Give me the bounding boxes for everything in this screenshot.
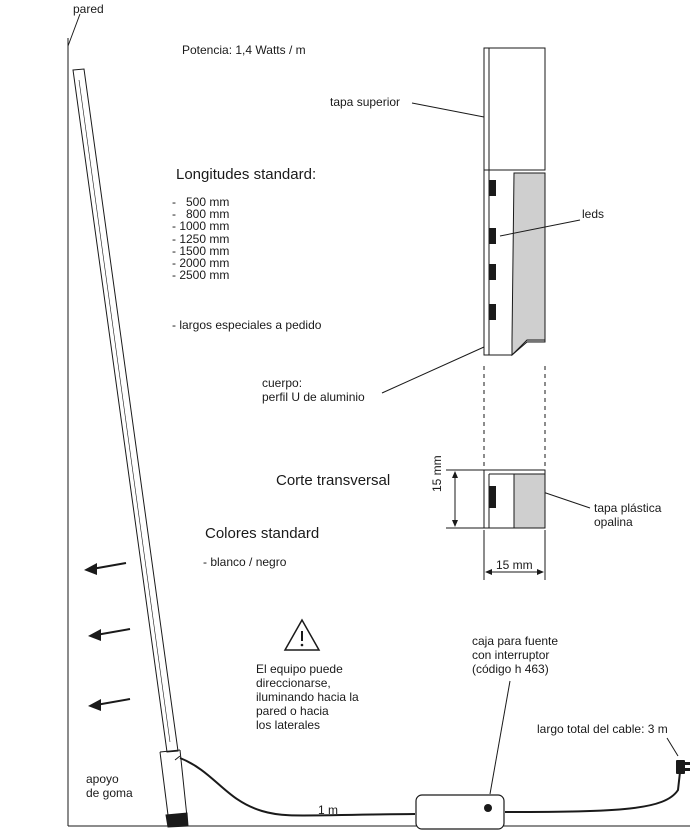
label-pared: pared — [73, 2, 104, 16]
leader-tapa-superior — [411, 102, 485, 118]
label-longitudes-title: Longitudes standard: — [176, 166, 317, 183]
leader-cuerpo — [381, 346, 485, 394]
length-item: - 1000 mm — [172, 219, 230, 234]
label-colores-value: - blanco / negro — [203, 555, 287, 569]
length-item: - 500 mm — [172, 195, 230, 209]
leader-leds — [499, 219, 581, 237]
length-item: - 1250 mm — [172, 231, 230, 246]
label-cuerpo: cuerpo: perfil U de aluminio — [262, 376, 365, 404]
length-item: - 1500 mm — [172, 243, 230, 258]
rubber-foot — [165, 812, 189, 828]
length-item: - 2000 mm — [172, 256, 230, 271]
side-profile — [483, 47, 546, 357]
lengths-list: - 500 mm - 800 mm - 1000 mm - 1250 mm - … — [172, 195, 230, 283]
switch-box — [415, 794, 505, 830]
label-tapa-superior: tapa superior — [330, 95, 401, 109]
label-one-meter: 1 m — [318, 803, 339, 817]
dimension-height — [446, 469, 484, 529]
label-dim-height: 15 mm — [430, 455, 444, 492]
leader-tapa-plastica — [536, 489, 591, 509]
label-corte-transversal: Corte transversal — [276, 472, 391, 489]
leader-caja — [489, 680, 511, 795]
cross-section — [483, 469, 546, 529]
light-arrows — [91, 562, 131, 706]
label-leds: leds — [582, 207, 605, 221]
label-caja: caja para fuente con interruptor (código… — [472, 634, 559, 676]
wall-line — [67, 13, 81, 47]
label-apoyo: apoyo de goma — [86, 772, 133, 800]
label-dim-width: 15 mm — [496, 558, 533, 572]
plug-icon — [676, 760, 690, 774]
warning-triangle-icon — [283, 618, 321, 651]
label-largos-especiales: - largos especiales a pedido — [172, 318, 322, 332]
label-potencia: Potencia: 1,4 Watts / m — [182, 43, 306, 57]
warning-text: El equipo puede direccionarse, iluminand… — [256, 662, 359, 732]
dimension-width — [483, 530, 546, 580]
label-colores-title: Colores standard — [205, 525, 320, 542]
leader-plug — [666, 737, 679, 757]
cable-to-plug — [504, 771, 681, 813]
label-tapa-plastica: tapa plástica opalina — [594, 501, 662, 529]
leaning-fixture — [72, 68, 189, 828]
length-item: - 800 mm — [172, 207, 230, 222]
label-largo-cable: largo total del cable: 3 m — [537, 722, 668, 736]
switch-button — [484, 804, 492, 812]
length-item: - 2500 mm — [172, 268, 230, 283]
cable — [179, 757, 416, 817]
